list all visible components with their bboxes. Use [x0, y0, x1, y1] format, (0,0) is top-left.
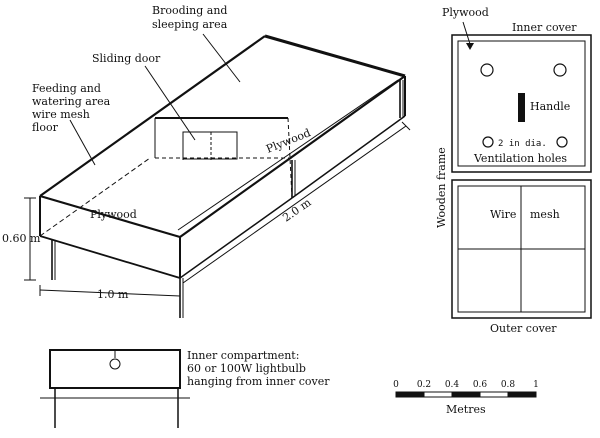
scale-tick-label: 0.4	[445, 380, 460, 390]
inner-compartment	[40, 349, 190, 428]
label-plywood-top: Plywood	[442, 6, 489, 19]
ventilation-hole-bl	[482, 136, 494, 148]
ventilation-hole-br	[556, 136, 568, 148]
label-plywood-side: Plywood	[90, 208, 137, 221]
lightbulb-icon	[109, 358, 121, 370]
scale-tick-label: 0	[393, 380, 399, 390]
label-feeding-1: Feeding and	[32, 82, 101, 95]
top-rim-far	[264, 34, 406, 78]
leader-lines	[69, 33, 241, 166]
label-brooding-1: Brooding and	[152, 4, 227, 17]
scale-tick-label: 1	[533, 380, 539, 390]
top-rim-near	[39, 194, 181, 239]
label-width: 1.0 m	[97, 288, 129, 301]
length-dim-tick-far	[401, 121, 411, 131]
label-compartment-1: Inner compartment:	[187, 349, 299, 362]
label-feeding-2: watering area	[32, 95, 111, 108]
scale-tick-labels: 0 0.2 0.4 0.6 0.8 1	[393, 380, 539, 390]
length-dimension	[182, 121, 411, 284]
hidden-bottom-back	[39, 157, 151, 237]
outer-cover-outer	[451, 179, 592, 319]
handle-bar	[518, 93, 525, 122]
label-height: 0.60 m	[2, 232, 41, 245]
leader-brooding	[202, 33, 241, 83]
label-sliding-door: Sliding door	[92, 52, 161, 65]
scale-tick-label: 0.6	[473, 380, 488, 390]
scale-bar-seg-5	[507, 391, 537, 398]
label-handle: Handle	[530, 100, 570, 113]
plywood-arrow	[466, 43, 474, 50]
scale-bar-seg-3	[451, 391, 481, 398]
label-inner-cover: Inner cover	[512, 21, 577, 34]
top-rim-back-end	[39, 35, 266, 197]
length-dim-line	[182, 125, 407, 284]
label-hole-diameter: 2 in dia.	[498, 139, 547, 149]
height-dimension	[24, 197, 36, 281]
leader-feeding	[69, 119, 96, 166]
label-compartment-2: 60 or 100W lightbulb	[187, 362, 306, 375]
inner-cover-inner	[457, 40, 586, 167]
scale-tick-label: 0.2	[417, 380, 431, 390]
label-wire: Wire	[490, 208, 516, 221]
outer-cover	[451, 179, 592, 319]
scale-tick-label: 0.8	[501, 380, 516, 390]
bottom-near	[39, 235, 181, 279]
scale-bar	[395, 391, 537, 398]
label-plywood-divider: Plywood	[264, 126, 312, 156]
label-mesh: mesh	[530, 208, 560, 221]
inner-rim-front	[177, 79, 399, 231]
label-wooden-frame: Wooden frame	[435, 147, 448, 228]
label-ventilation-holes: Ventilation holes	[473, 152, 567, 165]
width-dim-line	[39, 289, 181, 297]
label-brooding-2: sleeping area	[152, 18, 228, 31]
label-feeding-4: floor	[32, 121, 59, 134]
bottom-front	[179, 197, 293, 279]
label-feeding-3: wire mesh	[32, 108, 90, 121]
inner-cover	[451, 21, 592, 173]
bottom-front-2	[291, 115, 406, 199]
label-length: 2.0 m	[280, 195, 314, 224]
label-compartment-3: hanging from inner cover	[187, 375, 330, 388]
width-dimension	[39, 285, 181, 302]
leader-plywood-top	[462, 21, 471, 45]
ventilation-hole-tl	[480, 63, 494, 77]
top-rim-front-end	[179, 75, 406, 238]
leader-sliding-door	[144, 65, 196, 141]
label-scale-unit: Metres	[446, 403, 486, 416]
ventilation-hole-tr	[553, 63, 567, 77]
inner-cover-outer	[451, 34, 592, 173]
sliding-door	[182, 131, 238, 160]
brooder-box	[39, 34, 406, 318]
scale-bar-seg-1	[395, 391, 425, 398]
label-outer-cover: Outer cover	[490, 322, 557, 335]
